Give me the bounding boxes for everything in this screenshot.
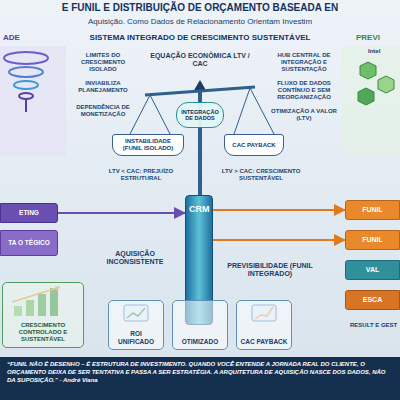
scale-beam (145, 87, 255, 95)
metric-card: OTIMIZADO (172, 300, 228, 350)
flow-arrow (213, 209, 345, 211)
right-zone (342, 46, 400, 156)
text-label: SISTEMA INTEGRADO DE CRESCIMENTO SUSTENT… (60, 33, 340, 42)
node-text: CAC PAYBACK (228, 142, 280, 149)
text-label: EQUAÇÃO ECONÔMICA LTV / CAC (148, 52, 252, 68)
hexagon (358, 88, 374, 105)
scale-pole (198, 84, 202, 196)
flow-arrow (58, 212, 185, 214)
text-label: AQUISIÇÃO INCONSISTENTE (95, 250, 175, 266)
text-label: Intel (368, 48, 398, 55)
scale-pan: INSTABILIDADE (FUNIL ISOLADO) (112, 134, 184, 156)
node-text: ETING (4, 209, 54, 216)
node-text: CAC PAYBACK (240, 338, 288, 345)
swirl-ring (9, 67, 43, 77)
flow-arrow (213, 239, 345, 241)
node-text: ROI UNIFICADO (112, 330, 160, 345)
metric-card: CAC PAYBACK (236, 300, 292, 350)
funnel-box: ESCA (345, 290, 400, 310)
node-text: ESCA (349, 296, 396, 304)
node-text: VAL (349, 266, 396, 274)
quote-caption: “FUNIL NÃO É DESENHO – É ESTRUTURA DE IN… (0, 357, 400, 400)
text-label: FLUXO DE DADOS CONTÍNUO E SEM REORGANIZA… (268, 80, 340, 101)
hexagon (378, 76, 394, 93)
left-zone (0, 46, 66, 156)
swirl-tail (25, 99, 27, 112)
text-label: INVIABILIZA PLANEJAMENTO (70, 80, 136, 94)
node-text: OTIMIZADO (176, 338, 224, 345)
node-text: INSTABILIDADE (FUNIL ISOLADO) (116, 138, 180, 152)
scale-string (234, 88, 250, 134)
swirl-ring (14, 81, 38, 89)
text-label: Aquisição. Como Dados de Relacionamento … (0, 17, 400, 26)
node-text: INTEGRAÇÃO DE DADOS (180, 109, 220, 122)
hexagon (360, 62, 376, 79)
result-panel: CRESCIMENTO CONTROLADO E SUSTENTÁVEL (2, 282, 84, 348)
text-label: HUB CENTRAL DE INTEGRAÇÃO E SUSTENTAÇÃO (268, 52, 340, 73)
node-text: FUNIL (349, 236, 396, 244)
text-label: PREVI (356, 33, 398, 42)
hex-icons (358, 62, 394, 105)
scale-string (130, 95, 150, 134)
funnel-box: FUNIL (345, 230, 400, 250)
integration-hub: INTEGRAÇÃO DE DADOS (176, 102, 224, 128)
process-box: TA O TÉGICO (0, 230, 58, 256)
diagram-title: E FUNIL E DISTRIBUIÇÃO DE ORÇAMENTO BASE… (0, 2, 400, 13)
text-label: LIMITES DO CRESCIMENTO ISOLADO (70, 52, 136, 73)
metric-card: ROI UNIFICADO (108, 300, 164, 350)
node-text: CRESCIMENTO CONTROLADO E SUSTENTÁVEL (6, 322, 80, 343)
node-text: TA O TÉGICO (4, 239, 54, 246)
scale-string (250, 88, 274, 134)
swirl-ring (19, 93, 33, 99)
text-label: OTIMIZAÇÃO A VALOR (LTV) (268, 108, 340, 122)
funnel-box: VAL (345, 260, 400, 280)
scale-string (150, 95, 170, 134)
text-label: LTV < CAC: PREJUÍZO ESTRUTURAL (100, 168, 182, 182)
text-label: PREVISIBILIDADE (FUNIL INTEGRADO) (222, 262, 318, 278)
text-label: DEPENDÊNCIA DE MONETIZAÇÃO (70, 104, 136, 118)
process-box: ETING (0, 203, 58, 223)
funnel-swirl (4, 52, 48, 112)
node-text: CRM (189, 204, 209, 214)
funnel-box: FUNIL (345, 200, 400, 220)
text-label: RESULT E GEST (350, 322, 398, 329)
node-text: FUNIL (349, 206, 396, 214)
text-label: LTV > CAC: CRESCIMENTO SUSTENTÁVEL (218, 168, 304, 182)
scale-pan: CAC PAYBACK (224, 134, 284, 156)
text-label: ADE (3, 33, 43, 42)
swirl-ring (4, 52, 48, 64)
